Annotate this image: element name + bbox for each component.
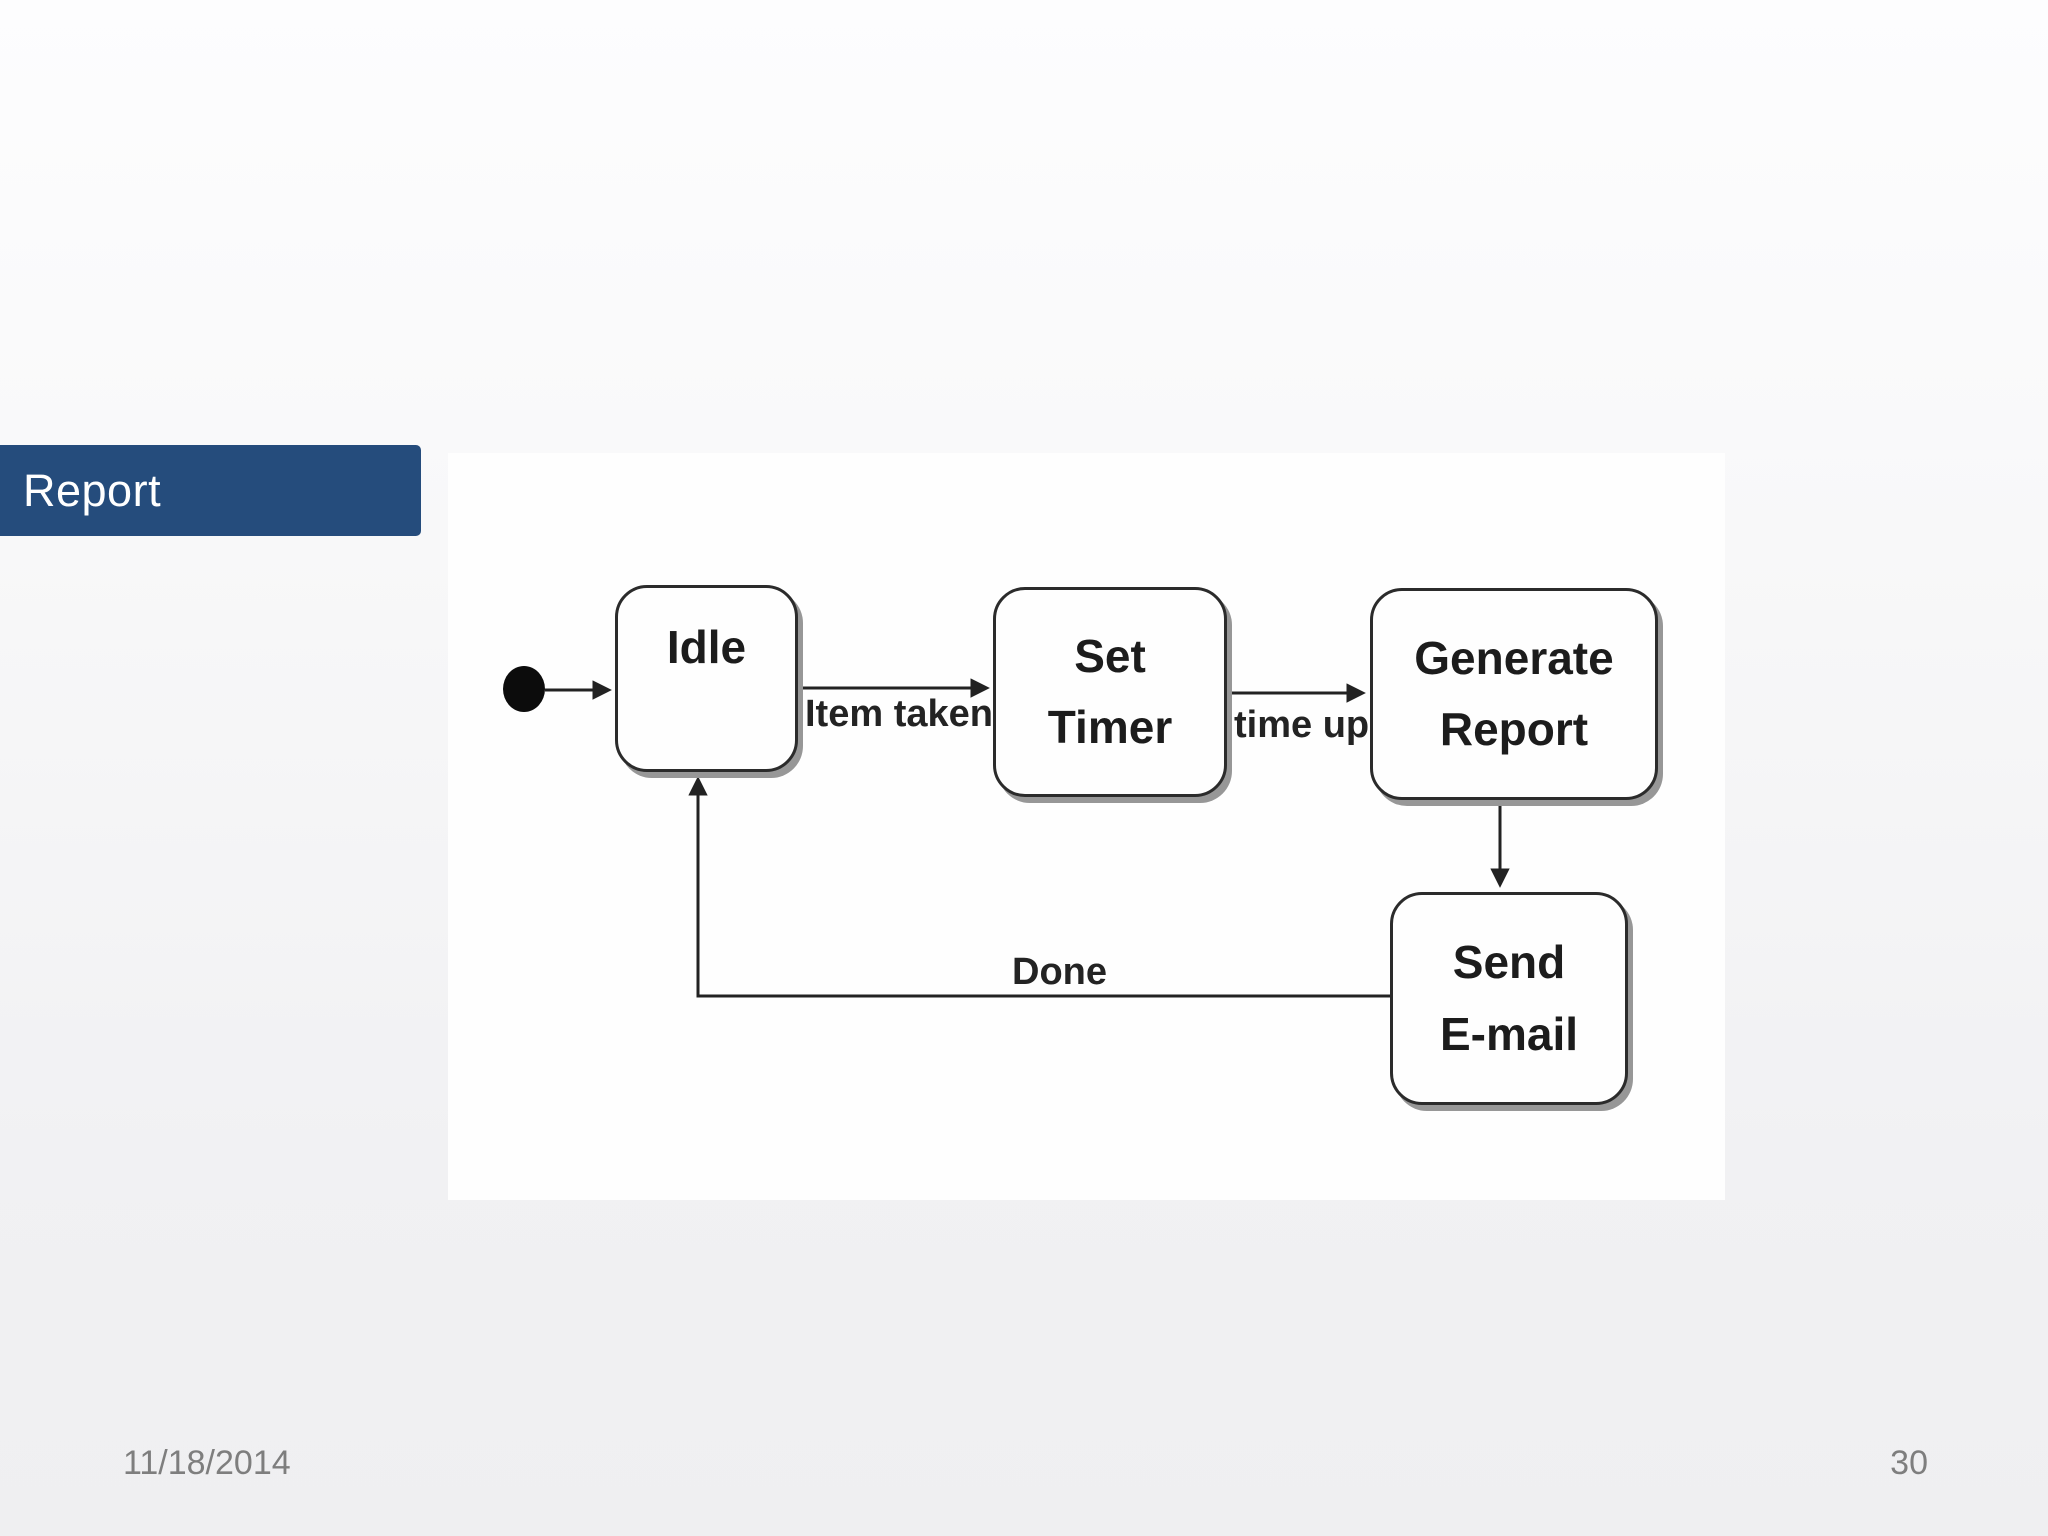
state-set-timer-label-line2: Timer bbox=[1047, 701, 1173, 753]
state-idle: Idle bbox=[615, 585, 798, 772]
state-generate-report-label-line2: Report bbox=[1439, 703, 1589, 755]
state-set-timer-label-line1: Set bbox=[1074, 629, 1146, 682]
state-idle-label: Idle bbox=[666, 621, 747, 673]
arrow-send-email-to-idle-done bbox=[688, 776, 1390, 998]
state-send-email: Send E-mail bbox=[1390, 892, 1628, 1105]
state-send-email-label-line2: E-mail bbox=[1439, 1007, 1579, 1060]
state-generate-report-label-line1: Generate bbox=[1414, 631, 1614, 684]
transition-label-done: Done bbox=[1012, 951, 1107, 993]
transition-label-item-taken: Item taken bbox=[805, 693, 993, 735]
state-send-email-label-line1: Send bbox=[1452, 936, 1566, 989]
initial-state-dot bbox=[503, 666, 545, 712]
transition-arrows-layer bbox=[545, 678, 1510, 998]
state-diagram-panel: Idle Set Timer Generate Report Send E-ma… bbox=[448, 453, 1725, 1200]
slide-title-bar: Report bbox=[0, 445, 421, 536]
slide-title: Report bbox=[23, 464, 162, 516]
state-set-timer: Set Timer bbox=[993, 587, 1227, 797]
transition-label-time-up: time up bbox=[1234, 704, 1370, 746]
footer-date: 11/18/2014 bbox=[123, 1444, 291, 1482]
state-generate-report: Generate Report bbox=[1370, 588, 1658, 800]
footer-page-number: 30 bbox=[1890, 1444, 1928, 1482]
